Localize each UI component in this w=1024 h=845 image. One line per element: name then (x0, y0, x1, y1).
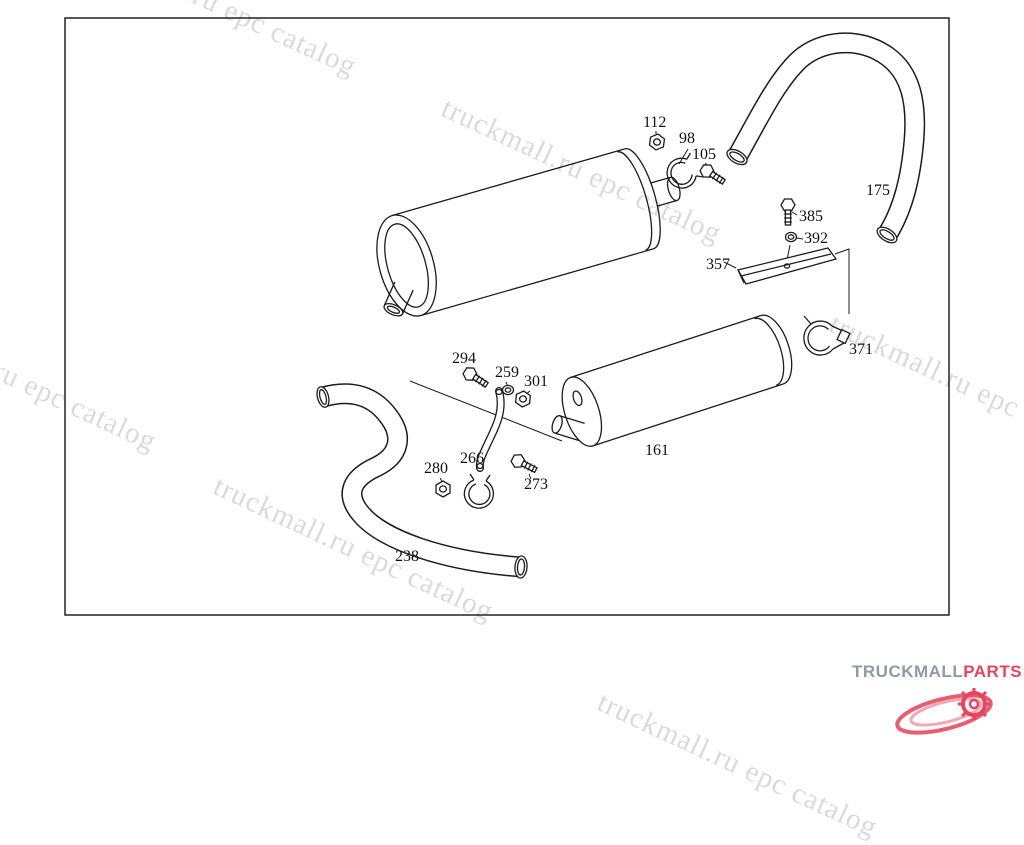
part-label-266: 266 (460, 450, 484, 467)
front-muffler-stub (383, 281, 414, 317)
tail-pipe-175 (726, 32, 926, 244)
leader-lines (409, 131, 850, 484)
washer-392 (784, 231, 798, 243)
part-label-371: 371 (849, 341, 873, 358)
part-label-161: 161 (645, 442, 669, 459)
part-label-259: 259 (495, 364, 519, 381)
clamp-98 (666, 152, 704, 189)
brand-name-gray: TRUCKMALL (852, 662, 964, 681)
part-label-273: 273 (524, 476, 548, 493)
part-label-105: 105 (692, 146, 716, 163)
rear-muffler-stub (551, 415, 585, 442)
part-label-301: 301 (524, 373, 548, 390)
washer-259 (501, 384, 515, 396)
part-label-175: 175 (866, 182, 890, 199)
part-label-392: 392 (804, 230, 828, 247)
part-label-112: 112 (643, 114, 667, 131)
nut-280 (435, 480, 451, 498)
part-label-294: 294 (452, 350, 476, 367)
bolt-105 (697, 161, 729, 189)
exhaust-parts-diagram (64, 17, 950, 616)
bolt-294 (460, 364, 492, 392)
pipe-clamp-lower (463, 473, 495, 509)
clamp-371 (803, 315, 851, 356)
nut-301 (514, 389, 532, 409)
part-label-357: 357 (706, 256, 730, 273)
part-label-280: 280 (424, 460, 448, 477)
part-label-98: 98 (679, 130, 695, 147)
part-label-385: 385 (799, 208, 823, 225)
part-label-238: 238 (395, 548, 419, 565)
nut-112 (648, 132, 666, 152)
rear-muffler (561, 314, 793, 447)
brand-gear-swoosh-icon (895, 688, 993, 735)
bracket-357 (737, 247, 838, 285)
diagram-frame (64, 17, 950, 616)
front-muffler (376, 148, 681, 317)
bracket-266 (475, 387, 505, 472)
mid-pipe-238 (316, 383, 528, 579)
brand-wordmark: TRUCKMALLPARTS (852, 662, 1022, 682)
bolt-273 (508, 451, 540, 477)
brand-name-accent: PARTS (963, 662, 1023, 681)
